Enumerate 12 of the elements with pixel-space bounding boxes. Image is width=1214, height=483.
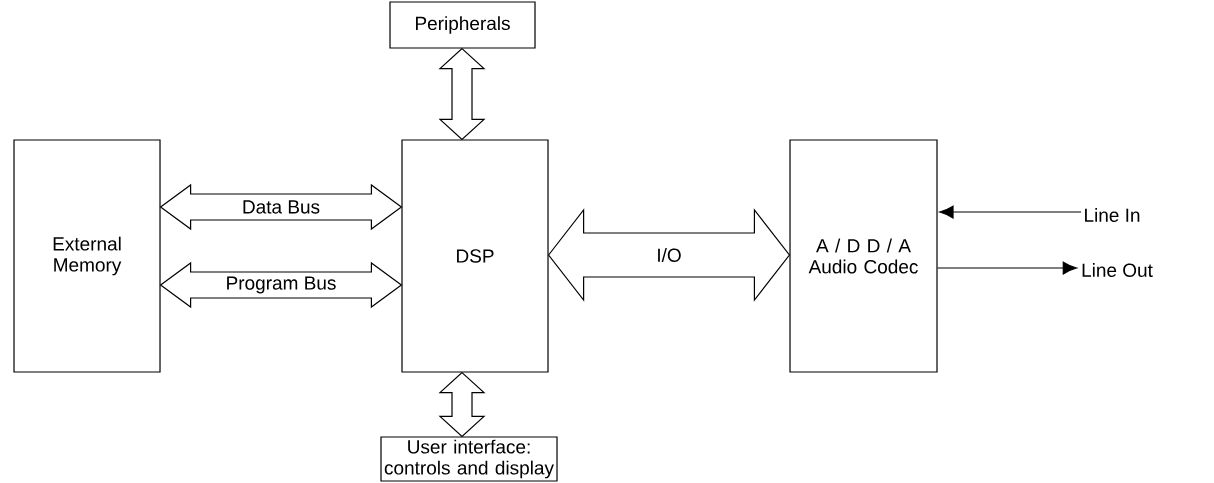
block-box: DSP: [401, 139, 549, 373]
edge-label: Data Bus: [240, 199, 322, 215]
signal-label: Line In: [1085, 208, 1140, 222]
block-box: External Memory: [13, 139, 161, 373]
edge-label: I/O: [655, 247, 683, 263]
block-box: A / D D / A Audio Codec: [789, 139, 938, 373]
arrow: [939, 205, 1082, 219]
edge-label: Program Bus: [224, 275, 338, 295]
block-box: User interface: controls and display: [380, 436, 558, 482]
arrow: [937, 261, 1078, 275]
signal-label: Line Out: [1082, 263, 1153, 277]
block-box: Peripherals: [389, 1, 536, 49]
